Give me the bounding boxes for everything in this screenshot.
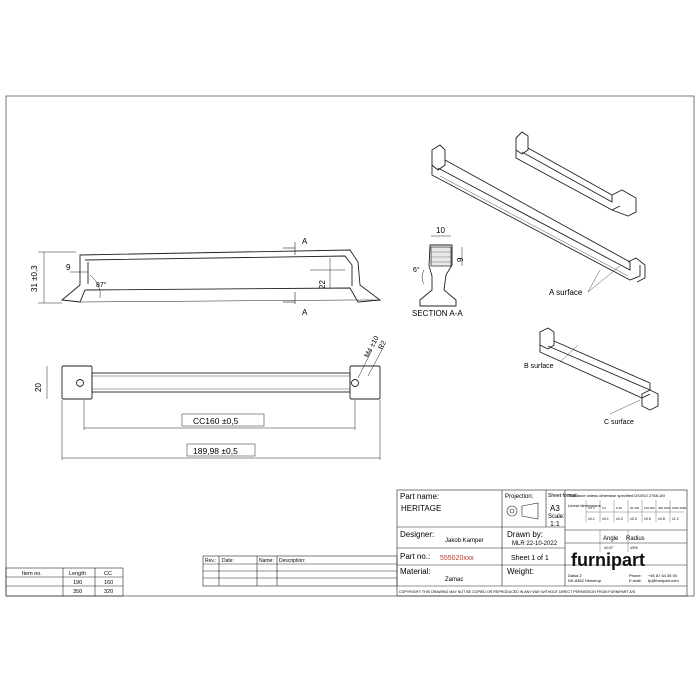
copyright-notice: COPYRIGHT: THIS DRAWING MAY NOT BE COPIE… [399, 590, 636, 594]
angle-label: Angle [603, 536, 619, 542]
phone: +45 87 64 35 00 [648, 573, 678, 578]
item-header-length: Length [69, 571, 86, 577]
phone-label: Phone: [629, 573, 642, 578]
tol-range-1: 0.5 3 [588, 506, 595, 510]
rev-header-rev: Rev.: [205, 558, 216, 564]
tol-range-7: 1000 2000 [672, 506, 687, 510]
tol-value-5: ±0.5 [644, 517, 651, 521]
tol-range-5: 120 400 [644, 506, 655, 510]
dim-cc: CC160 ±0,5 [193, 416, 239, 426]
radius-tol: ±5% [630, 545, 638, 550]
tol-value-6: ±0.8 [658, 517, 665, 521]
item-row-1-cc: 160 [104, 580, 113, 586]
tolerance-note: Tolerance unless otherwise specified DS/… [568, 493, 665, 498]
label-c-surface: C surface [604, 419, 634, 426]
drawn-by: MLR 22-10-2022 [512, 541, 558, 547]
address-line-2: DK-8382 Hinnerup [568, 578, 602, 583]
dim-height: 31 ±0,3 [30, 265, 39, 292]
label-b-surface: B surface [524, 363, 554, 370]
dim-angle: 87° [96, 281, 107, 289]
dim-section-angle: 6° [413, 266, 420, 274]
top-view [46, 345, 385, 460]
sheet-of: Sheet 1 of 1 [511, 555, 549, 562]
item-table-grid [5, 567, 124, 597]
tol-range-3: 6 30 [616, 506, 622, 510]
designer: Jakob Kamper [445, 538, 484, 544]
part-name: HERITAGE [401, 504, 441, 513]
item-header-item-no: Item no. [22, 571, 42, 577]
section-mark-bottom: A [302, 308, 308, 317]
dim-section-height: 9 [456, 257, 465, 262]
section-caption: SECTION A-A [412, 309, 463, 318]
iso-view-main [431, 144, 646, 283]
dim-width: 20 [34, 383, 43, 392]
dim-section-width: 10 [436, 226, 445, 235]
iso-view-secondary [515, 131, 637, 217]
title-block-grid [396, 489, 688, 597]
email: fp@furnipart.com [648, 578, 679, 583]
linear-label: Linear dimensions: [568, 503, 602, 508]
angle-tol: ±0.5° [604, 545, 614, 550]
section-view [419, 235, 463, 307]
item-header-cc: CC [104, 571, 112, 577]
drawn-by-label: Drawn by: [507, 530, 543, 539]
tol-range-6: 400 1000 [658, 506, 671, 510]
tol-value-3: ±0.2 [616, 517, 623, 521]
designer-label: Designer: [400, 530, 434, 539]
tol-range-4: 30 120 [630, 506, 640, 510]
dim-inner-height: 22 [318, 280, 327, 289]
projection-label: Projection: [505, 494, 534, 500]
sheet-format-label: Sheet format: [548, 493, 578, 499]
tol-range-2: 3 6 [602, 506, 607, 510]
brand-logo: furnipart [571, 550, 645, 570]
sheet-border [5, 95, 695, 597]
radius-label: Radius [626, 536, 645, 542]
rev-header-name: Name: [259, 558, 274, 564]
tol-value-7: ±1.2 [672, 517, 679, 521]
material: Zamac [445, 577, 463, 583]
weight-label: Weight: [507, 567, 534, 576]
scale-label: Scale: [548, 514, 565, 520]
part-no: 555020xxx [440, 555, 474, 562]
tol-value-4: ±0.3 [630, 517, 637, 521]
tol-value-2: ±0.1 [602, 517, 609, 521]
sheet-format: A3 [550, 504, 560, 513]
revision-table-grid [202, 555, 398, 587]
part-no-label: Part no.: [400, 552, 430, 561]
section-mark-top: A [302, 237, 308, 246]
item-row-2-length: 350 [73, 589, 82, 595]
dim-overall: 189,98 ±0,5 [193, 446, 238, 456]
address-line-1: Dalsa 2 [568, 573, 582, 578]
dim-leg: 9 [66, 263, 71, 272]
material-label: Material: [400, 567, 431, 576]
tol-value-1: ±0.1 [588, 517, 595, 521]
email-label: E-mail: [629, 578, 641, 583]
label-a-surface: A surface [549, 288, 583, 297]
iso-view-surfaces [539, 327, 659, 415]
surface-leaders [587, 265, 621, 293]
part-name-label: Part name: [400, 492, 439, 501]
rev-header-description: Description: [279, 558, 305, 564]
item-row-1-length: 190 [73, 580, 82, 586]
dim-radius: R2 [378, 340, 388, 351]
item-row-2-cc: 320 [104, 589, 113, 595]
side-view [38, 242, 382, 304]
rev-header-date: Date: [222, 558, 234, 564]
scale: 1:1 [550, 521, 560, 528]
